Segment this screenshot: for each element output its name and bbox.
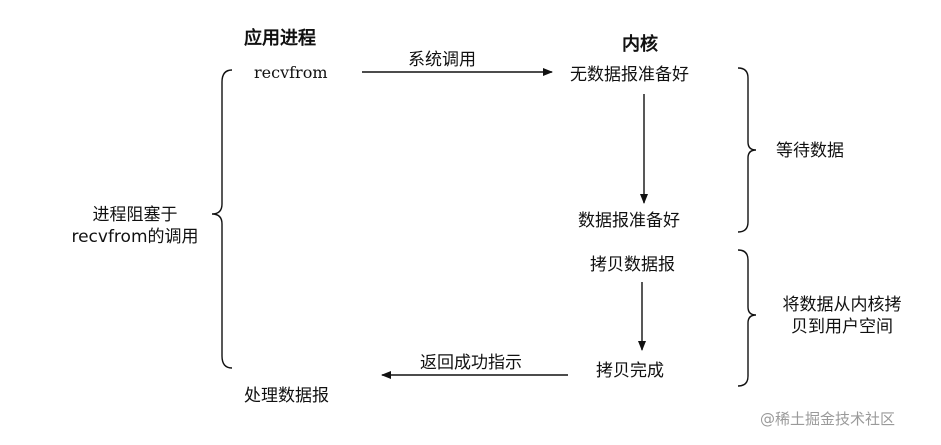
blocked-label-line2: recvfrom的调用 <box>71 227 199 247</box>
copy-datagram-label: 拷贝数据报 <box>590 255 675 275</box>
kernel-header: 内核 <box>622 34 658 55</box>
wait-data-label: 等待数据 <box>776 141 844 161</box>
no-datagram-ready-label: 无数据报准备好 <box>570 65 689 85</box>
app-process-header: 应用进程 <box>244 28 316 49</box>
copy-to-user-line1: 将数据从内核拷 <box>782 295 902 315</box>
blocked-label: 进程阻塞于 recvfrom的调用 <box>60 204 210 248</box>
copy-to-user-label: 将数据从内核拷 贝到用户空间 <box>762 294 922 338</box>
process-datagram-label: 处理数据报 <box>244 386 329 406</box>
blocked-brace <box>211 69 233 369</box>
datagram-ready-label: 数据报准备好 <box>578 211 680 231</box>
recvfrom-call: recvfrom <box>254 63 328 82</box>
copy-to-user-line2: 贝到用户空间 <box>791 317 893 337</box>
watermark: @稀土掘金技术社区 <box>760 410 896 428</box>
copy-brace <box>737 249 757 387</box>
copy-complete-label: 拷贝完成 <box>596 361 664 381</box>
blocked-label-line1: 进程阻塞于 <box>92 205 178 225</box>
return-success-label: 返回成功指示 <box>420 353 522 373</box>
syscall-label: 系统调用 <box>408 50 476 70</box>
wait-brace <box>737 67 757 233</box>
